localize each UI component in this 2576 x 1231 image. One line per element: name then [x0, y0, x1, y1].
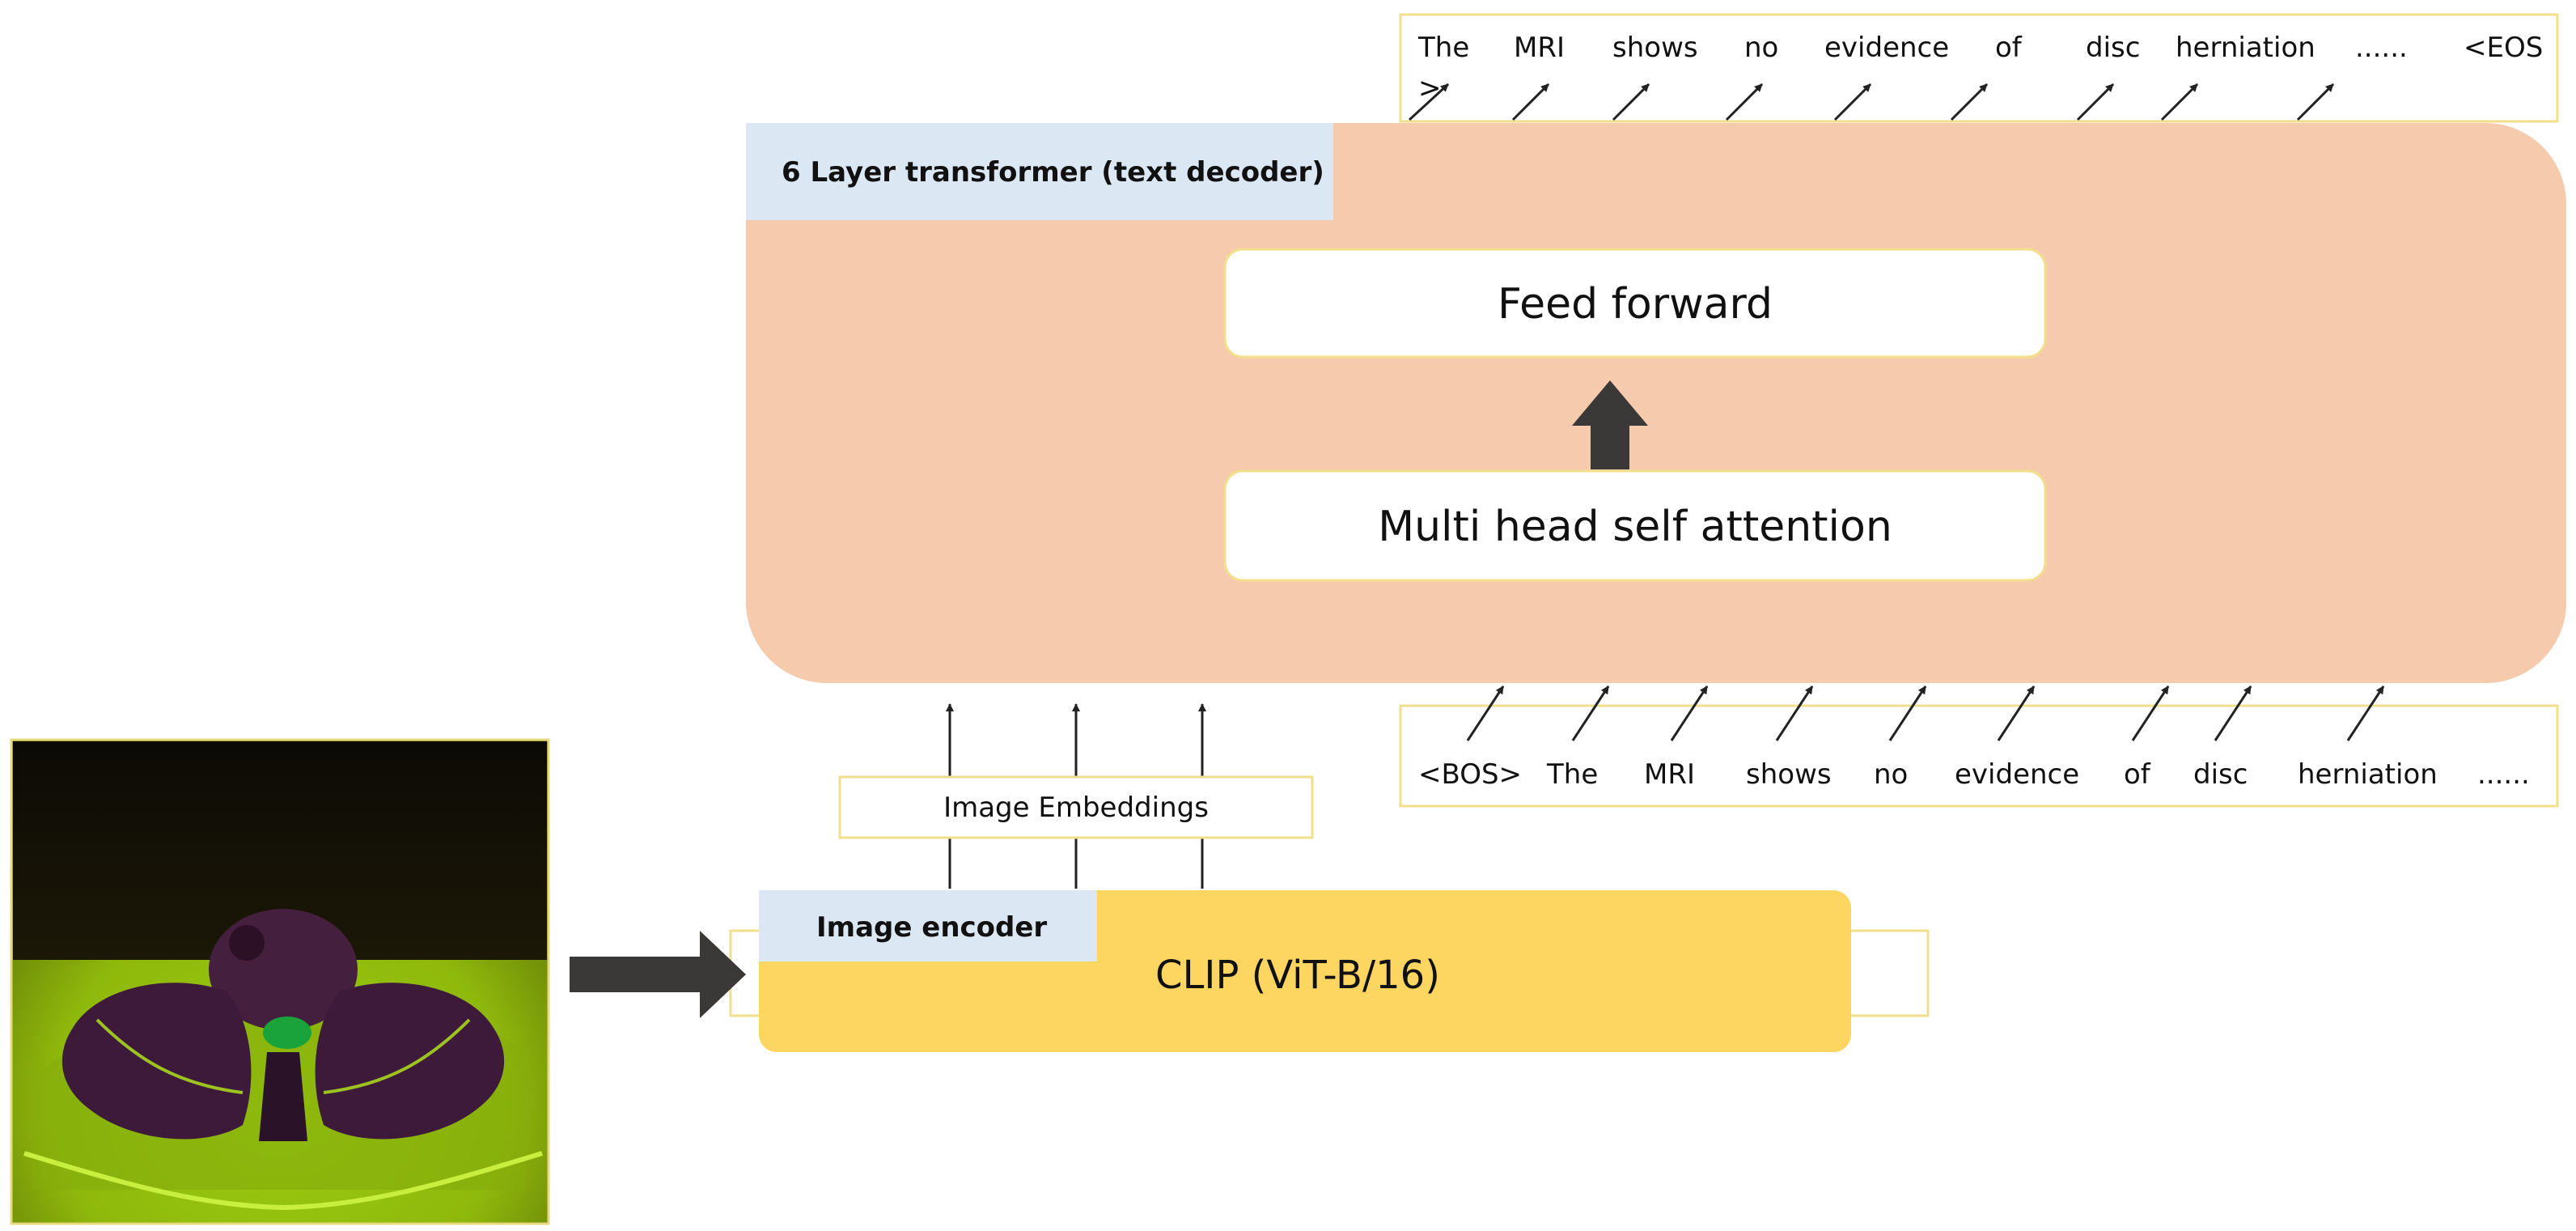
input-token: <BOS>	[1418, 758, 1522, 791]
input-arrow	[1775, 686, 1814, 741]
internal-up-arrow	[1572, 380, 1648, 469]
output-arrow	[1950, 83, 1989, 121]
input-token: The	[1546, 758, 1598, 791]
output-tokens-box	[1399, 13, 2559, 123]
input-token: disc	[2193, 758, 2248, 791]
decoder-label: 6 Layer transformer (text decoder)	[782, 156, 1324, 189]
input-arrow	[1670, 686, 1709, 741]
feed-forward-label: Feed forward	[1498, 280, 1773, 329]
mri-right-fascia	[323, 1018, 471, 1094]
input-arrow	[1571, 686, 1610, 741]
input-token: herniation	[2298, 758, 2438, 791]
output-token: herniation	[2176, 32, 2315, 64]
output-token: The	[1417, 32, 1469, 64]
input-token: shows	[1746, 758, 1832, 791]
input-token: ......	[2477, 758, 2530, 791]
output-token: >	[1418, 72, 1442, 104]
attention-label: Multi head self attention	[1378, 503, 1892, 551]
input-arrow	[2214, 686, 2252, 741]
input-arrow	[2346, 686, 2385, 741]
output-arrow	[2296, 83, 2335, 121]
input-tokens: <BOS> The MRI shows no evidence of disc …	[1418, 758, 2530, 791]
decoder-label-box	[746, 123, 1333, 220]
output-token: shows	[1612, 32, 1698, 64]
output-token: ......	[2355, 32, 2408, 64]
output-tokens: The MRI shows no evidence of disc hernia…	[1417, 32, 2543, 104]
input-arrow	[1997, 686, 2036, 741]
output-arrow	[1511, 83, 1550, 121]
mri-right-muscle	[315, 983, 505, 1140]
mri-skin-line	[23, 1151, 543, 1211]
output-token: evidence	[1824, 32, 1949, 64]
image-to-encoder-arrow	[570, 931, 746, 1018]
decoder-block	[746, 123, 2566, 683]
mri-left-muscle	[61, 983, 252, 1140]
attention-box	[1223, 469, 2047, 582]
output-arrow	[2160, 83, 2199, 121]
output-token: of	[1995, 32, 2023, 64]
mri-left-fascia	[95, 1018, 244, 1094]
input-token: evidence	[1955, 758, 2079, 791]
output-arrow	[1725, 83, 1764, 121]
output-arrow	[1833, 83, 1872, 121]
mri-spinal-canal	[263, 1017, 311, 1049]
mri-image	[10, 738, 550, 1225]
feed-forward-box	[1223, 248, 2047, 359]
input-arrow	[1888, 686, 1927, 741]
input-arrow	[1466, 686, 1505, 741]
image-embeddings-box	[838, 775, 1314, 839]
input-token: MRI	[1644, 758, 1695, 791]
encoder-model-label: CLIP (ViT-B/16)	[1155, 953, 1440, 998]
output-token: MRI	[1514, 32, 1565, 64]
output-arrows	[1408, 83, 2335, 121]
mri-small-structure	[229, 925, 265, 961]
output-token: <EOS	[2464, 32, 2543, 64]
output-arrow	[1612, 83, 1650, 121]
encoder-label: Image encoder	[816, 911, 1047, 944]
input-arrow	[2131, 686, 2170, 741]
mri-spinous-process	[259, 1052, 307, 1141]
output-arrow	[1408, 83, 1450, 121]
input-arrows	[1466, 686, 2385, 741]
input-token: no	[1874, 758, 1908, 791]
output-token: no	[1744, 32, 1778, 64]
image-embeddings-label: Image Embeddings	[943, 792, 1209, 824]
input-tokens-box	[1399, 704, 2559, 808]
input-token: of	[2124, 758, 2151, 791]
encoder-label-box	[759, 890, 1097, 961]
output-arrow	[2076, 83, 2115, 121]
output-token: disc	[2086, 32, 2140, 64]
